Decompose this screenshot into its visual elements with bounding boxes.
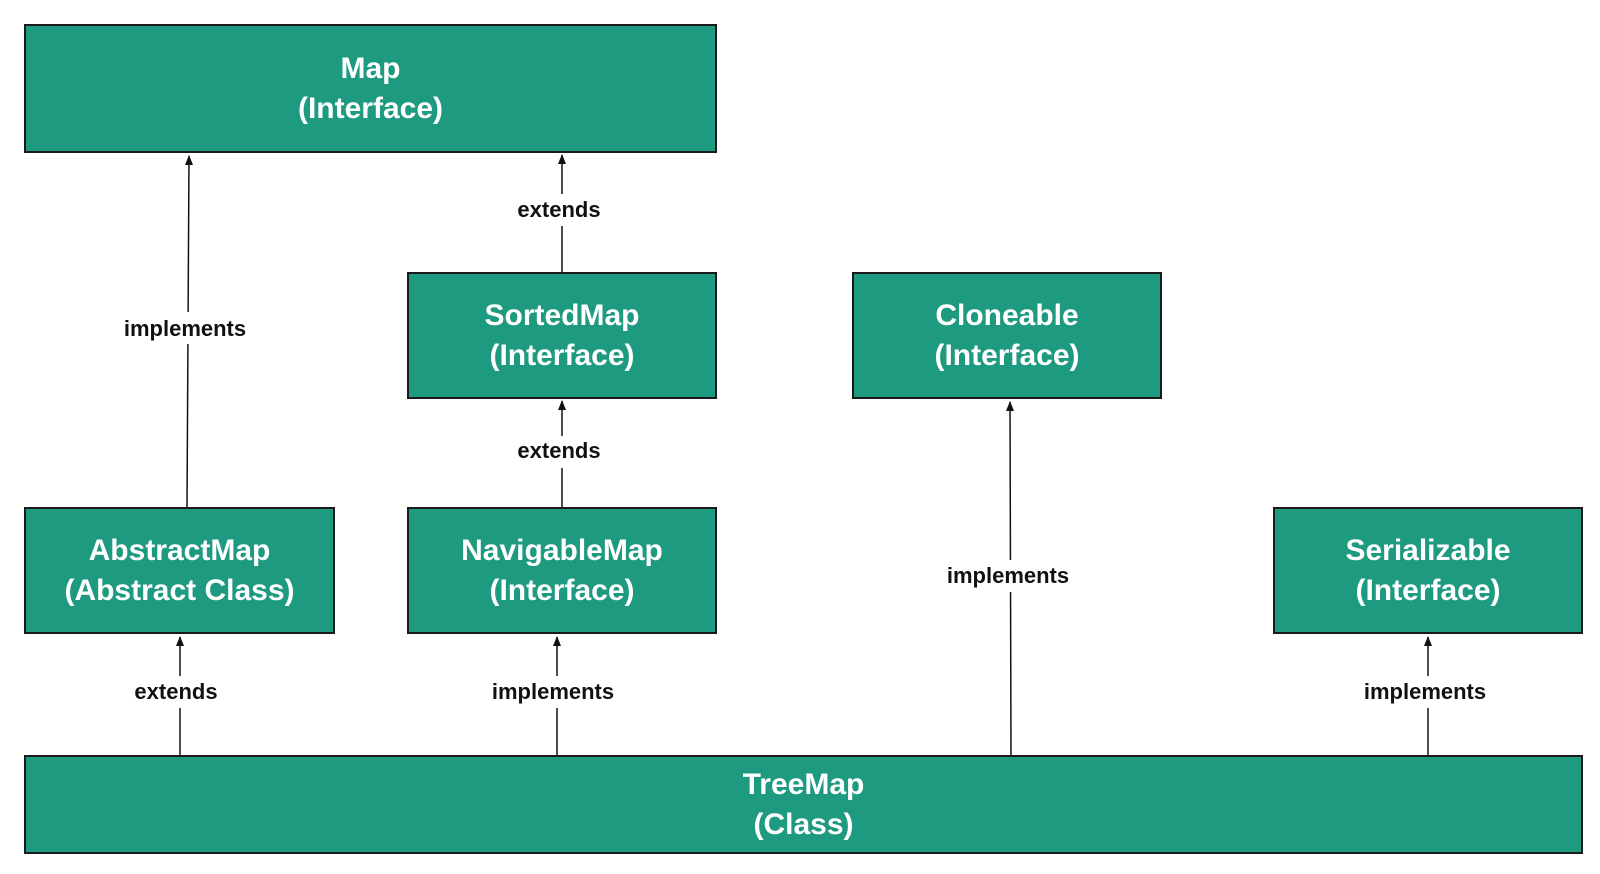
node-kind: (Interface) — [489, 573, 635, 607]
node-name: TreeMap — [742, 767, 865, 801]
sortedmap-interface-node: SortedMap (Interface) — [407, 272, 717, 399]
abstractmap-class-node: AbstractMap (Abstract Class) — [24, 507, 335, 634]
edge-label: implements — [124, 316, 246, 341]
edge-label: extends — [134, 679, 217, 704]
edge-treemap-implements-serializable: implements — [1352, 636, 1500, 755]
node-kind: (Interface) — [489, 338, 635, 372]
edge-label: implements — [947, 563, 1069, 588]
node-kind: (Class) — [753, 807, 854, 841]
edge-navigablemap-extends-sortedmap: extends — [508, 400, 616, 507]
node-name: Serializable — [1345, 533, 1511, 567]
edge-sortedmap-extends-map: extends — [508, 154, 616, 272]
edge-treemap-extends-abstractmap: extends — [124, 636, 232, 755]
node-kind: (Interface) — [934, 338, 1080, 372]
edge-label: extends — [517, 438, 600, 463]
node-name: AbstractMap — [88, 533, 271, 567]
node-name: Cloneable — [935, 298, 1079, 332]
treemap-class-node: TreeMap (Class) — [24, 755, 1583, 854]
node-kind: (Interface) — [297, 91, 444, 125]
edge-treemap-implements-cloneable: implements — [934, 401, 1084, 756]
edge-abstractmap-implements-map: implements — [112, 155, 258, 508]
node-kind: (Interface) — [1355, 573, 1501, 607]
node-name: NavigableMap — [461, 533, 663, 567]
navigablemap-interface-node: NavigableMap (Interface) — [407, 507, 717, 634]
edge-label: implements — [1364, 679, 1486, 704]
edge-label: implements — [492, 679, 614, 704]
serializable-interface-node: Serializable (Interface) — [1273, 507, 1583, 634]
node-name: Map — [340, 51, 401, 85]
node-name: SortedMap — [484, 298, 640, 332]
edge-treemap-implements-navigablemap: implements — [479, 636, 627, 755]
node-kind: (Abstract Class) — [64, 573, 295, 607]
map-interface-node: Map (Interface) — [24, 24, 717, 153]
cloneable-interface-node: Cloneable (Interface) — [852, 272, 1162, 399]
edge-label: extends — [517, 197, 600, 222]
